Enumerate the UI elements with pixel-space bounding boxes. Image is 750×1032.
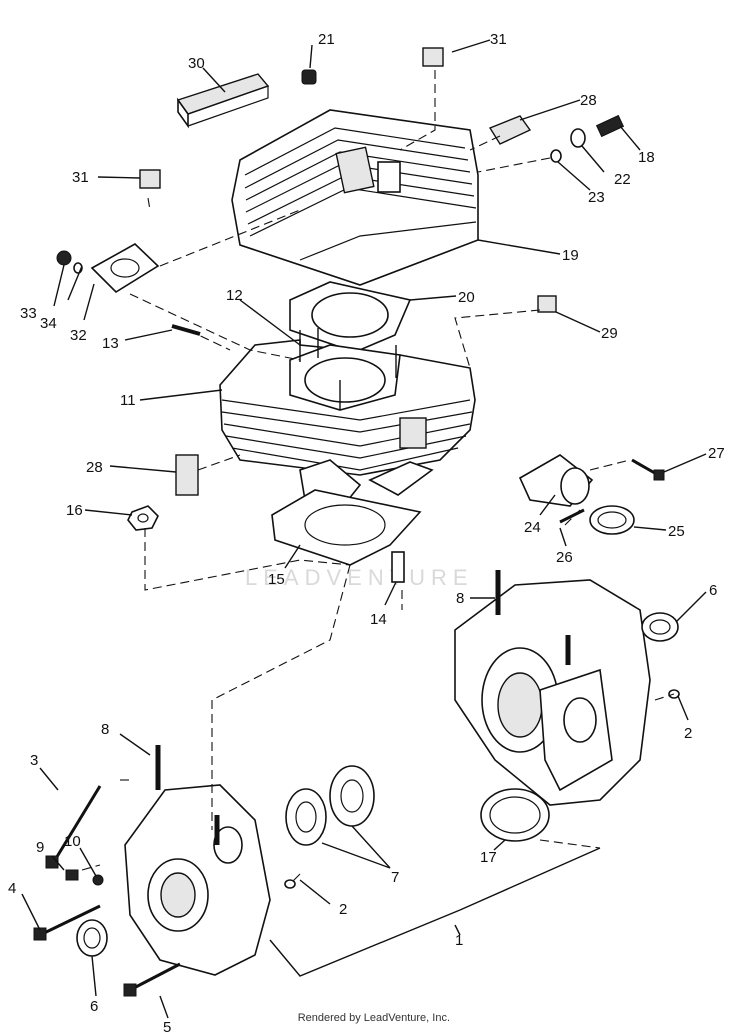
callout-1: 1 <box>455 932 463 949</box>
callout-30: 30 <box>188 55 205 72</box>
callout-26: 26 <box>556 549 573 566</box>
callout-28-left: 28 <box>86 459 103 476</box>
callout-15: 15 <box>268 571 285 588</box>
callout-28-top: 28 <box>580 92 597 109</box>
callout-6-left: 6 <box>90 998 98 1015</box>
head-gasket <box>289 281 412 353</box>
callout-24: 24 <box>524 519 541 536</box>
callout-3: 3 <box>30 752 38 769</box>
callout-8-right: 8 <box>456 590 464 607</box>
callout-5: 5 <box>163 1019 171 1032</box>
callout-16: 16 <box>66 502 83 519</box>
callout-17: 17 <box>480 849 497 866</box>
cylinder <box>219 328 476 511</box>
callout-31-top: 31 <box>490 31 507 48</box>
callout-6-right: 6 <box>709 582 717 599</box>
assembly-lines <box>81 70 675 885</box>
callout-8-left: 8 <box>101 721 109 738</box>
callout-19: 19 <box>562 247 579 264</box>
crankcase-left <box>33 745 375 997</box>
callout-18: 18 <box>638 149 655 166</box>
callout-4: 4 <box>8 880 16 897</box>
callout-14: 14 <box>370 611 387 628</box>
crankcase-right <box>454 570 680 842</box>
callout-29: 29 <box>601 325 618 342</box>
callout-31-left: 31 <box>72 169 89 186</box>
callout-12: 12 <box>226 287 243 304</box>
small-parts-top <box>56 47 665 583</box>
render-credit: Rendered by LeadVenture, Inc. <box>297 1012 450 1024</box>
callout-13: 13 <box>102 335 119 352</box>
callout-25: 25 <box>668 523 685 540</box>
callout-22: 22 <box>614 171 631 188</box>
callout-27: 27 <box>708 445 725 462</box>
callouts: 1 2 2 3 4 5 6 6 7 8 8 9 10 11 12 13 14 1… <box>8 31 725 1032</box>
callout-10: 10 <box>64 833 81 850</box>
callout-2-right: 2 <box>684 725 692 742</box>
callout-9: 9 <box>36 839 44 856</box>
leader-lines <box>21 39 707 1019</box>
callout-32: 32 <box>70 327 87 344</box>
callout-11: 11 <box>120 392 136 409</box>
callout-23: 23 <box>588 189 605 206</box>
callout-34: 34 <box>40 315 57 332</box>
cylinder-head <box>231 109 479 286</box>
callout-21: 21 <box>318 31 335 48</box>
callout-20: 20 <box>458 289 475 306</box>
callout-2-left: 2 <box>339 901 347 918</box>
watermark: LEADVENTURE <box>245 565 474 590</box>
callout-7: 7 <box>391 869 399 886</box>
base-gasket <box>271 489 422 566</box>
callout-33: 33 <box>20 305 37 322</box>
